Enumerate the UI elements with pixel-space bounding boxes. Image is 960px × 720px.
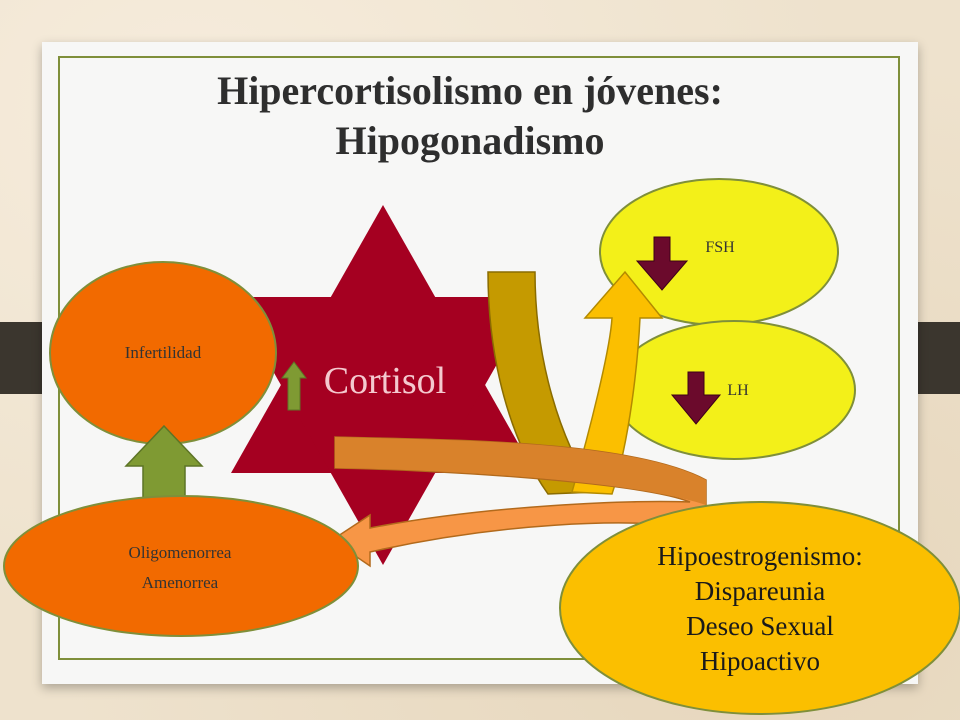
title-line-1: Hipercortisolismo en jóvenes: — [217, 68, 723, 113]
cortisol-label: Cortisol — [324, 360, 446, 402]
cortisol-up-arrow-icon — [281, 361, 307, 411]
slide-title: Hipercortisolismo en jóvenes: Hipogonadi… — [60, 66, 880, 166]
fsh-label: FSH — [705, 239, 735, 256]
amenorrea-label: Amenorrea — [142, 573, 219, 592]
deseo-sexual-label: Deseo Sexual — [686, 611, 834, 641]
curved-arrow-orange-top — [335, 437, 706, 505]
tape-left — [0, 322, 42, 394]
cortisol-star — [231, 205, 535, 565]
hipoestrogenismo-label: Hipoestrogenismo: — [657, 541, 862, 571]
lh-down-arrow-icon — [670, 371, 722, 425]
hipoestrogenismo-ellipse — [559, 501, 960, 715]
infertilidad-label: Infertilidad — [125, 343, 202, 362]
dispareunia-label: Dispareunia — [695, 576, 825, 606]
fsh-down-arrow-icon — [635, 236, 689, 291]
oligomenorrea-label: Oligomenorrea — [129, 543, 232, 562]
hipoactivo-label: Hipoactivo — [700, 646, 820, 676]
star-triangle-down — [231, 297, 535, 565]
curved-arrow-yellow — [571, 270, 664, 495]
title-line-2: Hipogonadismo — [335, 118, 605, 163]
oligomenorrea-ellipse — [3, 495, 359, 637]
lh-label: LH — [727, 382, 749, 399]
